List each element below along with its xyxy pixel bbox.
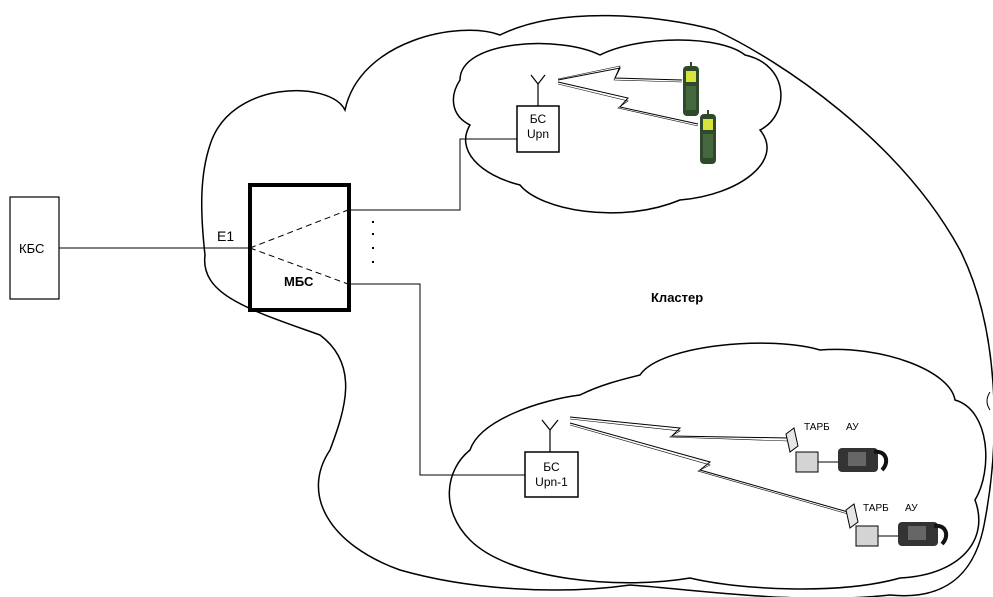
mbs-box xyxy=(248,183,351,312)
radio-link-bottom-1 xyxy=(569,416,789,439)
mbs-dashed-upper xyxy=(249,209,349,249)
mbs-dashed-lower xyxy=(249,247,349,285)
radio-link-bottom-1b xyxy=(569,418,789,442)
link-to-bs-top xyxy=(349,138,517,211)
kbs-box xyxy=(9,196,60,300)
desk-phone-icon xyxy=(838,448,889,472)
edge-mark xyxy=(986,391,991,411)
au-label-1: АУ xyxy=(846,422,859,433)
mbs-label: МБС xyxy=(284,274,314,289)
antenna-icon xyxy=(530,74,546,106)
radio-link-top-2b xyxy=(557,83,699,127)
radio-link-top-1 xyxy=(557,67,683,81)
mobile-handset-icon xyxy=(683,62,699,116)
radio-terminal-icon xyxy=(785,427,838,473)
bs-top-label-2: Upn xyxy=(526,127,549,141)
radio-link-bottom-2 xyxy=(569,422,849,513)
radio-link-top-1b xyxy=(557,65,683,83)
cluster-cloud xyxy=(201,14,993,597)
link-to-bs-bottom xyxy=(349,283,525,476)
bottom-cell-cloud xyxy=(448,342,987,590)
bs-bottom-box xyxy=(524,451,579,498)
ellipsis-dot xyxy=(372,221,374,223)
radio-terminal-icon xyxy=(845,503,898,547)
antenna-icon xyxy=(541,419,559,452)
tarb-label-2: ТАРБ xyxy=(863,503,889,514)
tarb-label-1: ТАРБ xyxy=(804,422,830,433)
ellipsis-dot xyxy=(372,261,374,263)
kbs-label: КБС xyxy=(19,241,45,256)
au-label-2: АУ xyxy=(905,503,918,514)
ellipsis-dot xyxy=(372,247,374,249)
e1-label: E1 xyxy=(217,228,235,244)
top-cell-cloud xyxy=(452,39,782,214)
bs-bottom-label-1: БС xyxy=(543,460,560,474)
ellipsis-dot xyxy=(372,233,374,235)
mobile-handset-icon xyxy=(700,110,716,164)
cluster-label: Кластер xyxy=(651,290,704,305)
bs-top-label-1: БС xyxy=(529,112,547,126)
desk-phone-icon xyxy=(898,522,949,546)
bs-bottom-label-2: Upn-1 xyxy=(535,475,568,489)
radio-link-bottom-2b xyxy=(569,424,849,515)
radio-link-top-2 xyxy=(557,81,699,125)
